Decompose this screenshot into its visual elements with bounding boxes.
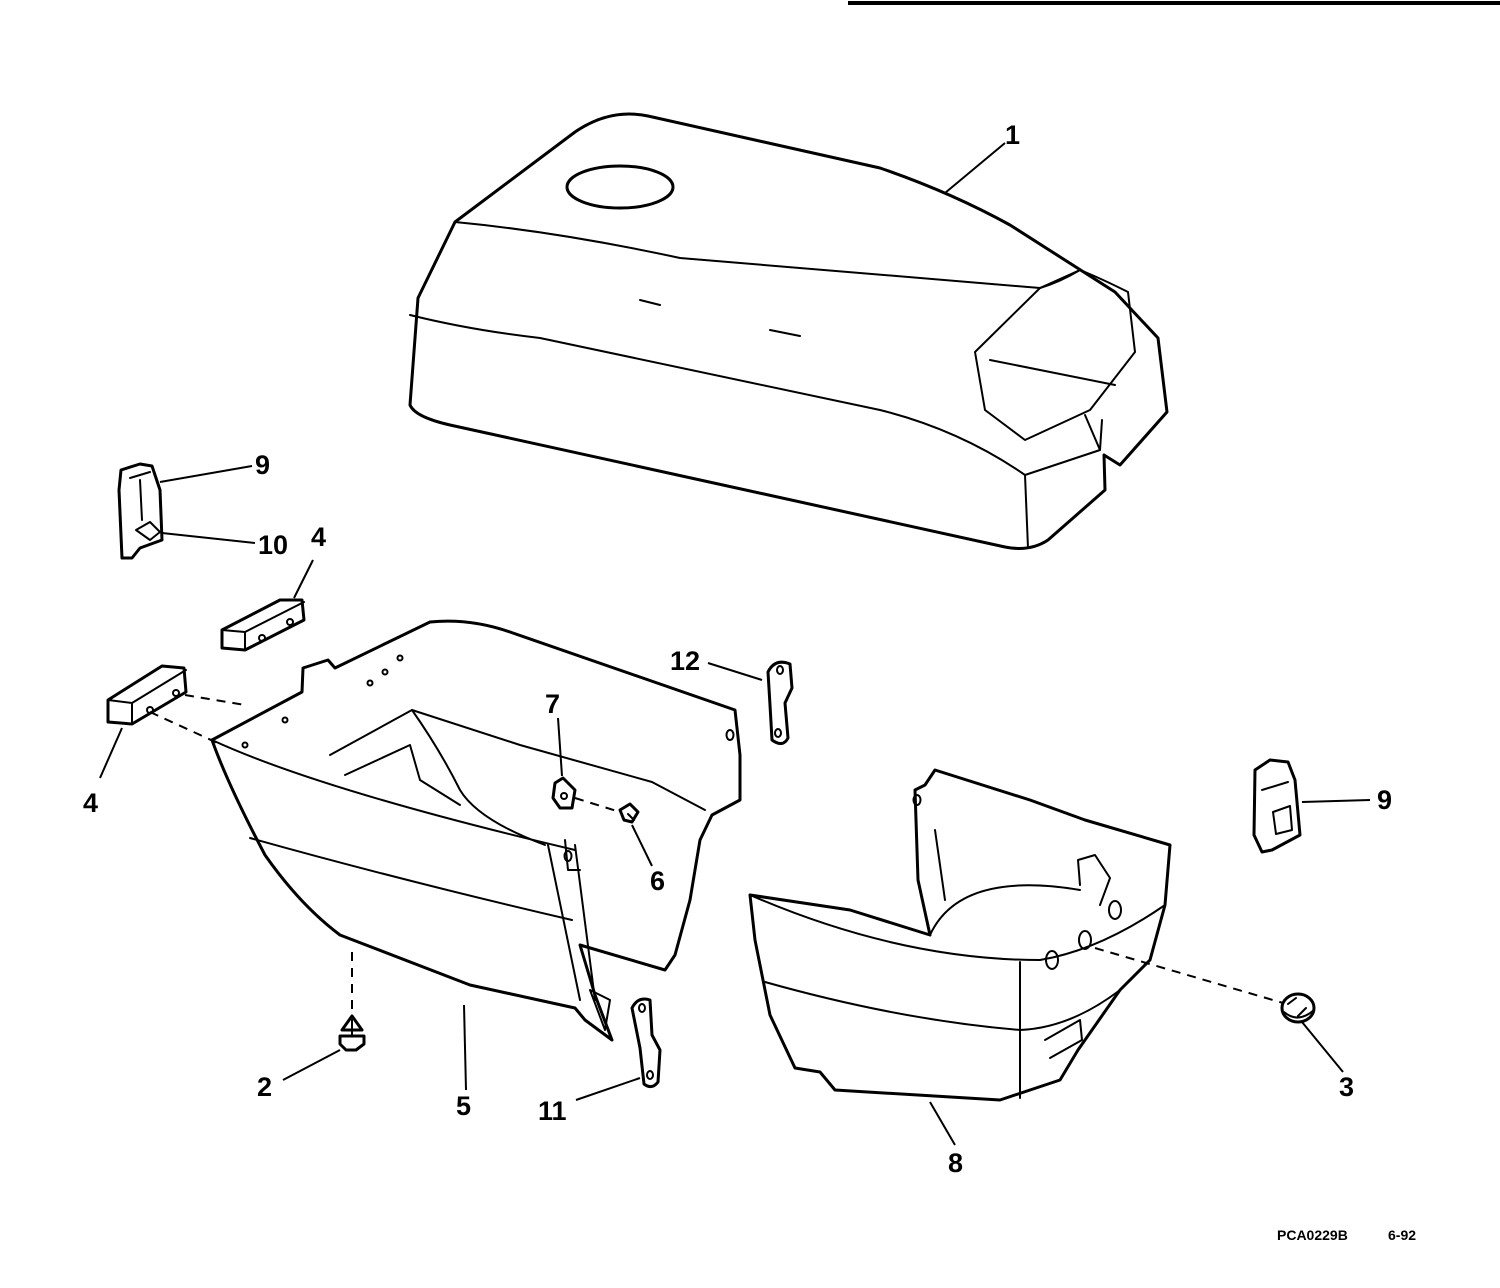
part-plug bbox=[1280, 992, 1316, 1024]
leader-1 bbox=[944, 142, 1006, 194]
leader-9-left bbox=[159, 465, 253, 483]
leader-8 bbox=[929, 1101, 956, 1146]
assembly-line-pad bbox=[184, 694, 246, 706]
leader-4-lower bbox=[99, 727, 123, 779]
part-pad-upper bbox=[220, 598, 306, 652]
callout-3: 3 bbox=[1339, 1072, 1354, 1102]
part-screw-small bbox=[618, 802, 640, 824]
part-lower-right-pan bbox=[748, 768, 1172, 1102]
callout-9-right: 9 bbox=[1377, 785, 1392, 815]
part-bracket-lower bbox=[630, 997, 662, 1089]
leader-6 bbox=[631, 824, 653, 867]
leader-4-upper bbox=[293, 559, 314, 599]
callout-10: 10 bbox=[258, 530, 288, 560]
callout-5: 5 bbox=[456, 1091, 471, 1121]
assembly-line-clip bbox=[574, 797, 621, 813]
leader-12 bbox=[707, 662, 763, 681]
assembly-line-pad-2 bbox=[149, 711, 223, 746]
leader-9-right bbox=[1301, 799, 1371, 803]
part-bracket-upper bbox=[766, 660, 794, 745]
part-pad-lower bbox=[106, 664, 188, 726]
figure-date: 6-92 bbox=[1388, 1227, 1416, 1243]
figure-code: PCA0229B bbox=[1277, 1227, 1348, 1243]
part-upper-cover bbox=[408, 112, 1169, 550]
callout-1: 1 bbox=[1005, 120, 1020, 150]
callout-4-upper: 4 bbox=[311, 522, 326, 552]
part-clip bbox=[551, 776, 577, 810]
callout-9-left: 9 bbox=[255, 450, 270, 480]
leader-11 bbox=[575, 1077, 641, 1101]
assembly-line-plug bbox=[1094, 947, 1291, 1006]
part-lower-left-pan bbox=[210, 619, 742, 1042]
leader-2 bbox=[282, 1049, 341, 1081]
callout-12: 12 bbox=[670, 646, 700, 676]
part-latch-right bbox=[1252, 758, 1302, 854]
callout-4-lower: 4 bbox=[83, 788, 98, 818]
leader-3 bbox=[1301, 1021, 1344, 1073]
leader-7 bbox=[557, 717, 563, 777]
callout-6: 6 bbox=[650, 866, 665, 896]
callout-11: 11 bbox=[538, 1096, 567, 1126]
leader-10 bbox=[161, 532, 256, 544]
callout-8: 8 bbox=[948, 1148, 963, 1178]
callout-2: 2 bbox=[257, 1072, 272, 1102]
part-screw-bolt bbox=[338, 1014, 366, 1052]
leader-5 bbox=[463, 1004, 467, 1091]
part-latch-left bbox=[117, 462, 164, 560]
callout-7: 7 bbox=[545, 689, 560, 719]
